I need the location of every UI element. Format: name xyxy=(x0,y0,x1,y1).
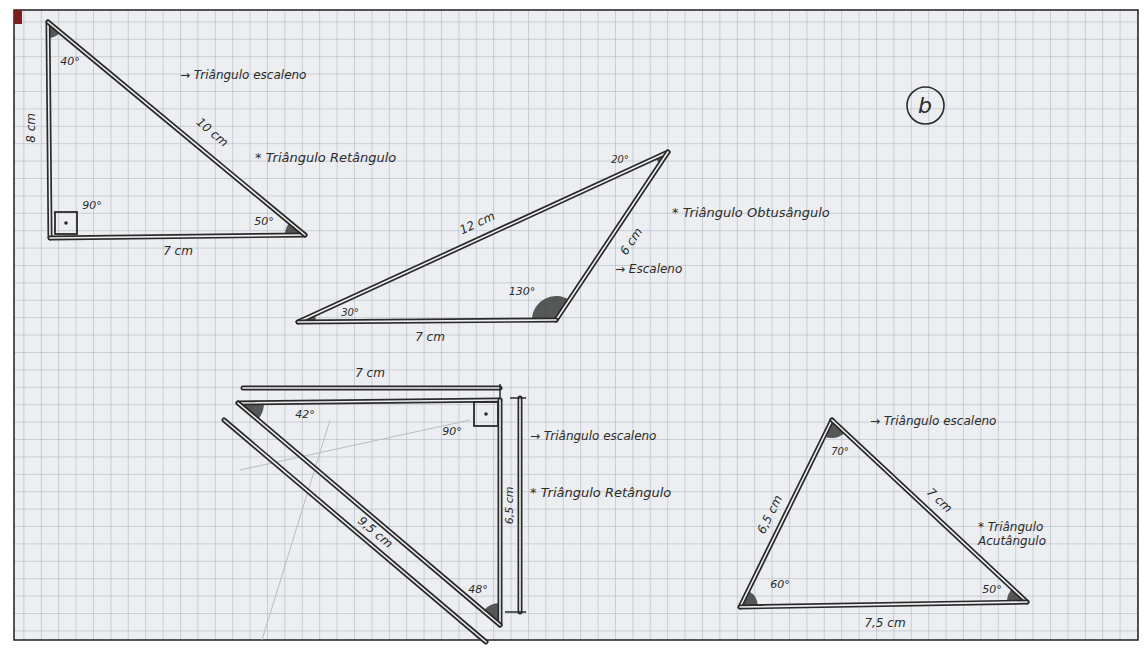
note-text: → Triângulo escaleno xyxy=(530,430,656,444)
measure-label: 50° xyxy=(254,216,274,229)
measure-label: 70° xyxy=(831,446,849,458)
measure-label: 20° xyxy=(611,154,629,166)
measure-label: 90° xyxy=(82,200,102,213)
pencil-line xyxy=(298,320,556,322)
measure-label: 42° xyxy=(295,409,315,422)
note-text: * Triângulo Acutângulo xyxy=(978,521,1064,549)
note-text: → Triângulo escaleno xyxy=(870,415,996,429)
pencil-line xyxy=(238,400,500,403)
paper-sheet xyxy=(14,10,1138,640)
measure-label: 7 cm xyxy=(415,331,445,345)
measure-label: 7 cm xyxy=(355,367,385,381)
pencil-line xyxy=(500,400,501,625)
pencil-line xyxy=(224,420,486,642)
pencil-line xyxy=(238,403,500,625)
pencil-line xyxy=(499,384,501,398)
note-text: * Triângulo Retângulo xyxy=(255,151,396,166)
pencil-line xyxy=(505,611,526,613)
pencil-line xyxy=(832,420,1027,602)
pencil-line xyxy=(520,398,521,612)
measure-label: 130° xyxy=(509,286,536,299)
measure-label: 7 cm xyxy=(163,245,193,259)
pencil-line xyxy=(243,388,500,389)
measure-label: 40° xyxy=(60,56,80,69)
measure-label: 8 cm xyxy=(25,113,39,143)
measure-label: 48° xyxy=(468,584,488,597)
note-text: → Escaleno xyxy=(615,263,682,277)
measure-label: 60° xyxy=(770,579,790,592)
note-text: * Triângulo Retângulo xyxy=(530,486,671,501)
pencil-line xyxy=(50,235,305,238)
right-angle-mark xyxy=(474,402,498,426)
pencil-line xyxy=(556,152,668,320)
pencil-line xyxy=(740,420,832,607)
node-text: b xyxy=(918,93,932,118)
circled-letter: b xyxy=(905,85,946,126)
right-angle-mark xyxy=(55,212,77,234)
pencil-line xyxy=(740,602,1027,607)
measure-label: 7,5 cm xyxy=(864,617,905,631)
pencil-line xyxy=(510,397,526,399)
paper-corner xyxy=(14,10,22,24)
measure-label: 50° xyxy=(982,584,1002,597)
right-angle-dot xyxy=(484,412,488,416)
note-text: → Triângulo escaleno xyxy=(180,69,306,83)
measure-label: 6,5 cm xyxy=(504,486,517,524)
measure-label: 30° xyxy=(341,307,359,319)
pencil-line xyxy=(48,22,50,238)
note-text: * Triângulo Obtusângulo xyxy=(672,206,830,221)
pencil-line xyxy=(298,152,668,322)
measure-label: 90° xyxy=(442,426,462,439)
pencil-line xyxy=(48,22,305,235)
right-angle-dot xyxy=(64,221,68,225)
